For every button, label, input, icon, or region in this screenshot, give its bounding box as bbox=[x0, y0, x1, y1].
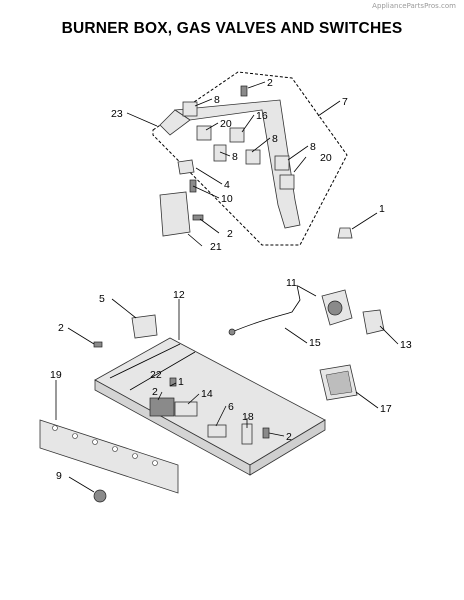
callout-2-e: 2 bbox=[286, 431, 292, 443]
callout-4: 4 bbox=[224, 179, 230, 191]
callout-19: 19 bbox=[50, 369, 62, 381]
callout-8: 8 bbox=[214, 94, 220, 106]
bracket bbox=[207, 424, 227, 438]
callout-11: 11 bbox=[286, 277, 297, 289]
callouts: 2 8 23 7 16 20 8 8 20 8 4 10 2 21 1 11 5… bbox=[50, 77, 412, 482]
callout-1: 1 bbox=[178, 376, 184, 388]
gas-valve bbox=[182, 101, 198, 117]
screw bbox=[262, 427, 270, 439]
burner-box bbox=[94, 337, 326, 476]
callout-15: 14 bbox=[201, 388, 213, 400]
callout-20-b: 20 bbox=[320, 152, 332, 164]
leader-lines bbox=[55, 81, 399, 493]
callout-8-c: 8 bbox=[310, 141, 316, 153]
callout-18: 15 bbox=[309, 337, 321, 349]
callout-21: 21 bbox=[210, 241, 222, 253]
callout-8-b: 8 bbox=[272, 133, 278, 145]
diagram-title: BURNER BOX, GAS VALVES AND SWITCHES bbox=[61, 20, 403, 37]
callout-16: 17 bbox=[380, 403, 392, 415]
callout-2: 2 bbox=[267, 77, 273, 89]
gas-tube bbox=[231, 284, 301, 333]
ignition-parts bbox=[93, 284, 385, 401]
screw bbox=[192, 214, 204, 221]
callout-3: 1 bbox=[379, 203, 385, 215]
switch-module bbox=[149, 397, 175, 417]
callout-2-d: 2 bbox=[152, 386, 158, 398]
callout-8-d: 8 bbox=[232, 151, 238, 163]
gas-valve bbox=[245, 149, 261, 165]
callout-17: 18 bbox=[242, 411, 254, 423]
regulator-port bbox=[327, 300, 343, 316]
callout-7: 7 bbox=[342, 96, 348, 108]
manifold-inlet bbox=[159, 109, 191, 136]
callout-12: 12 bbox=[173, 289, 185, 301]
bracket bbox=[362, 309, 385, 335]
callout-2-b: 2 bbox=[227, 228, 233, 240]
valve-bracket bbox=[213, 144, 227, 162]
screw bbox=[240, 85, 248, 97]
valve-manifold-assembly bbox=[152, 71, 353, 246]
callout-22: 22 bbox=[150, 369, 162, 381]
callout-9: 9 bbox=[56, 470, 62, 482]
spark-module bbox=[174, 401, 198, 417]
callout-10: 10 bbox=[221, 193, 233, 205]
callout-20: 20 bbox=[220, 118, 232, 130]
switch-bracket bbox=[131, 314, 158, 339]
callout-23: 23 bbox=[111, 108, 123, 120]
knob bbox=[93, 489, 107, 503]
gas-valve bbox=[279, 174, 295, 190]
callout-6: 6 bbox=[228, 401, 234, 413]
gas-valve bbox=[229, 127, 245, 143]
assembly-dashed-outline bbox=[152, 71, 348, 246]
clip bbox=[177, 159, 195, 175]
tube-fitting bbox=[228, 328, 236, 336]
manifold-pipe bbox=[173, 99, 301, 229]
callout-5: 5 bbox=[99, 293, 105, 305]
callout-2-c: 2 bbox=[58, 322, 64, 334]
screw bbox=[169, 377, 177, 387]
valve-cover-plate bbox=[159, 191, 191, 237]
watermark: AppliancePartsPros.com bbox=[372, 2, 456, 10]
front-panel-plate bbox=[39, 419, 179, 494]
gas-valve bbox=[274, 155, 290, 171]
screw bbox=[93, 341, 103, 348]
callout-14: 16 bbox=[256, 110, 268, 122]
callout-13: 13 bbox=[400, 339, 412, 351]
front-panel bbox=[39, 419, 179, 503]
fitting bbox=[337, 227, 353, 239]
